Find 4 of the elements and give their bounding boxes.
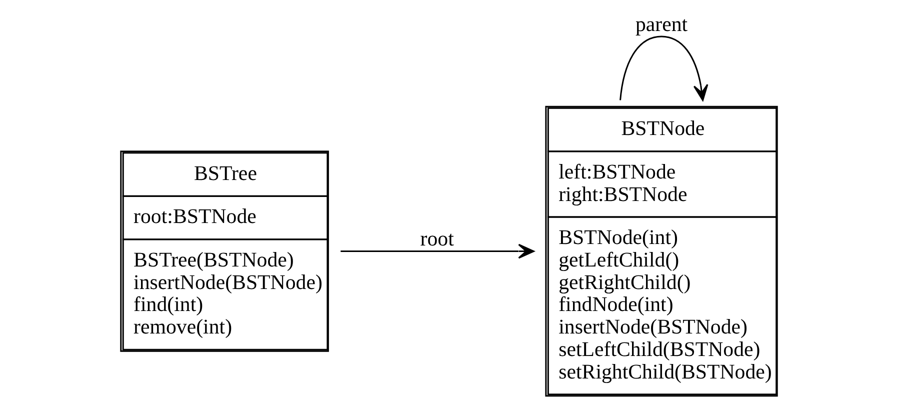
edge-label: parent: [635, 12, 688, 36]
arrow: [340, 244, 534, 259]
arrow: [620, 36, 708, 101]
edge-label: root: [420, 226, 454, 251]
